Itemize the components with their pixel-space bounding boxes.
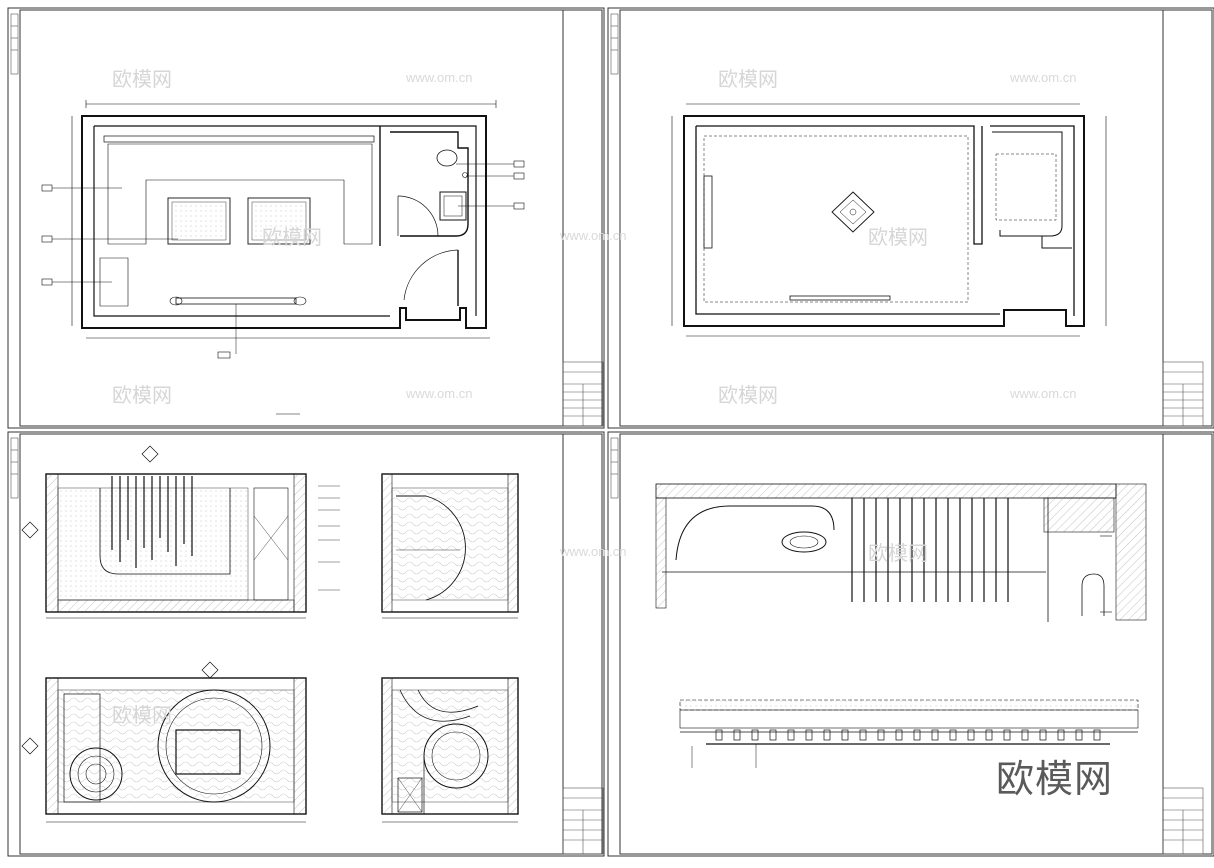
svg-text:欧模网: 欧模网 [868, 225, 928, 249]
svg-text:欧模网: 欧模网 [868, 541, 928, 565]
svg-text:欧模网: 欧模网 [112, 67, 172, 91]
elevation-a [21, 445, 340, 619]
svg-text:www.om.cn: www.om.cn [1009, 70, 1076, 85]
svg-text:欧模网: 欧模网 [718, 383, 778, 407]
svg-text:www.om.cn: www.om.cn [405, 386, 472, 401]
svg-text:www.om.cn: www.om.cn [559, 228, 626, 243]
binding-strips [10, 13, 619, 499]
elevation-d [381, 677, 519, 823]
svg-text:www.om.cn: www.om.cn [405, 70, 472, 85]
svg-text:www.om.cn: www.om.cn [559, 544, 626, 559]
ceiling-plan [671, 103, 1107, 337]
svg-text:欧模网: 欧模网 [262, 225, 322, 249]
svg-text:欧模网: 欧模网 [112, 383, 172, 407]
ceiling-detail [679, 699, 1139, 768]
svg-text:欧模网: 欧模网 [718, 67, 778, 91]
watermark-logo: 欧模网 [996, 757, 1114, 801]
svg-text:www.om.cn: www.om.cn [1009, 386, 1076, 401]
elevation-c [21, 661, 307, 823]
floor-plan-layout [41, 100, 525, 415]
section-detail [655, 483, 1147, 622]
title-blocks [562, 361, 1204, 855]
watermark-url: www.om.cn www.om.cn www.om.cn www.om.cn … [405, 70, 1076, 559]
sheet-frames [7, 7, 1214, 857]
watermark-brand: 欧模网 欧模网 欧模网 欧模网 欧模网 欧模网 欧模网 欧模网 [112, 67, 928, 727]
svg-text:欧模网: 欧模网 [112, 703, 172, 727]
elevation-b [381, 473, 519, 619]
